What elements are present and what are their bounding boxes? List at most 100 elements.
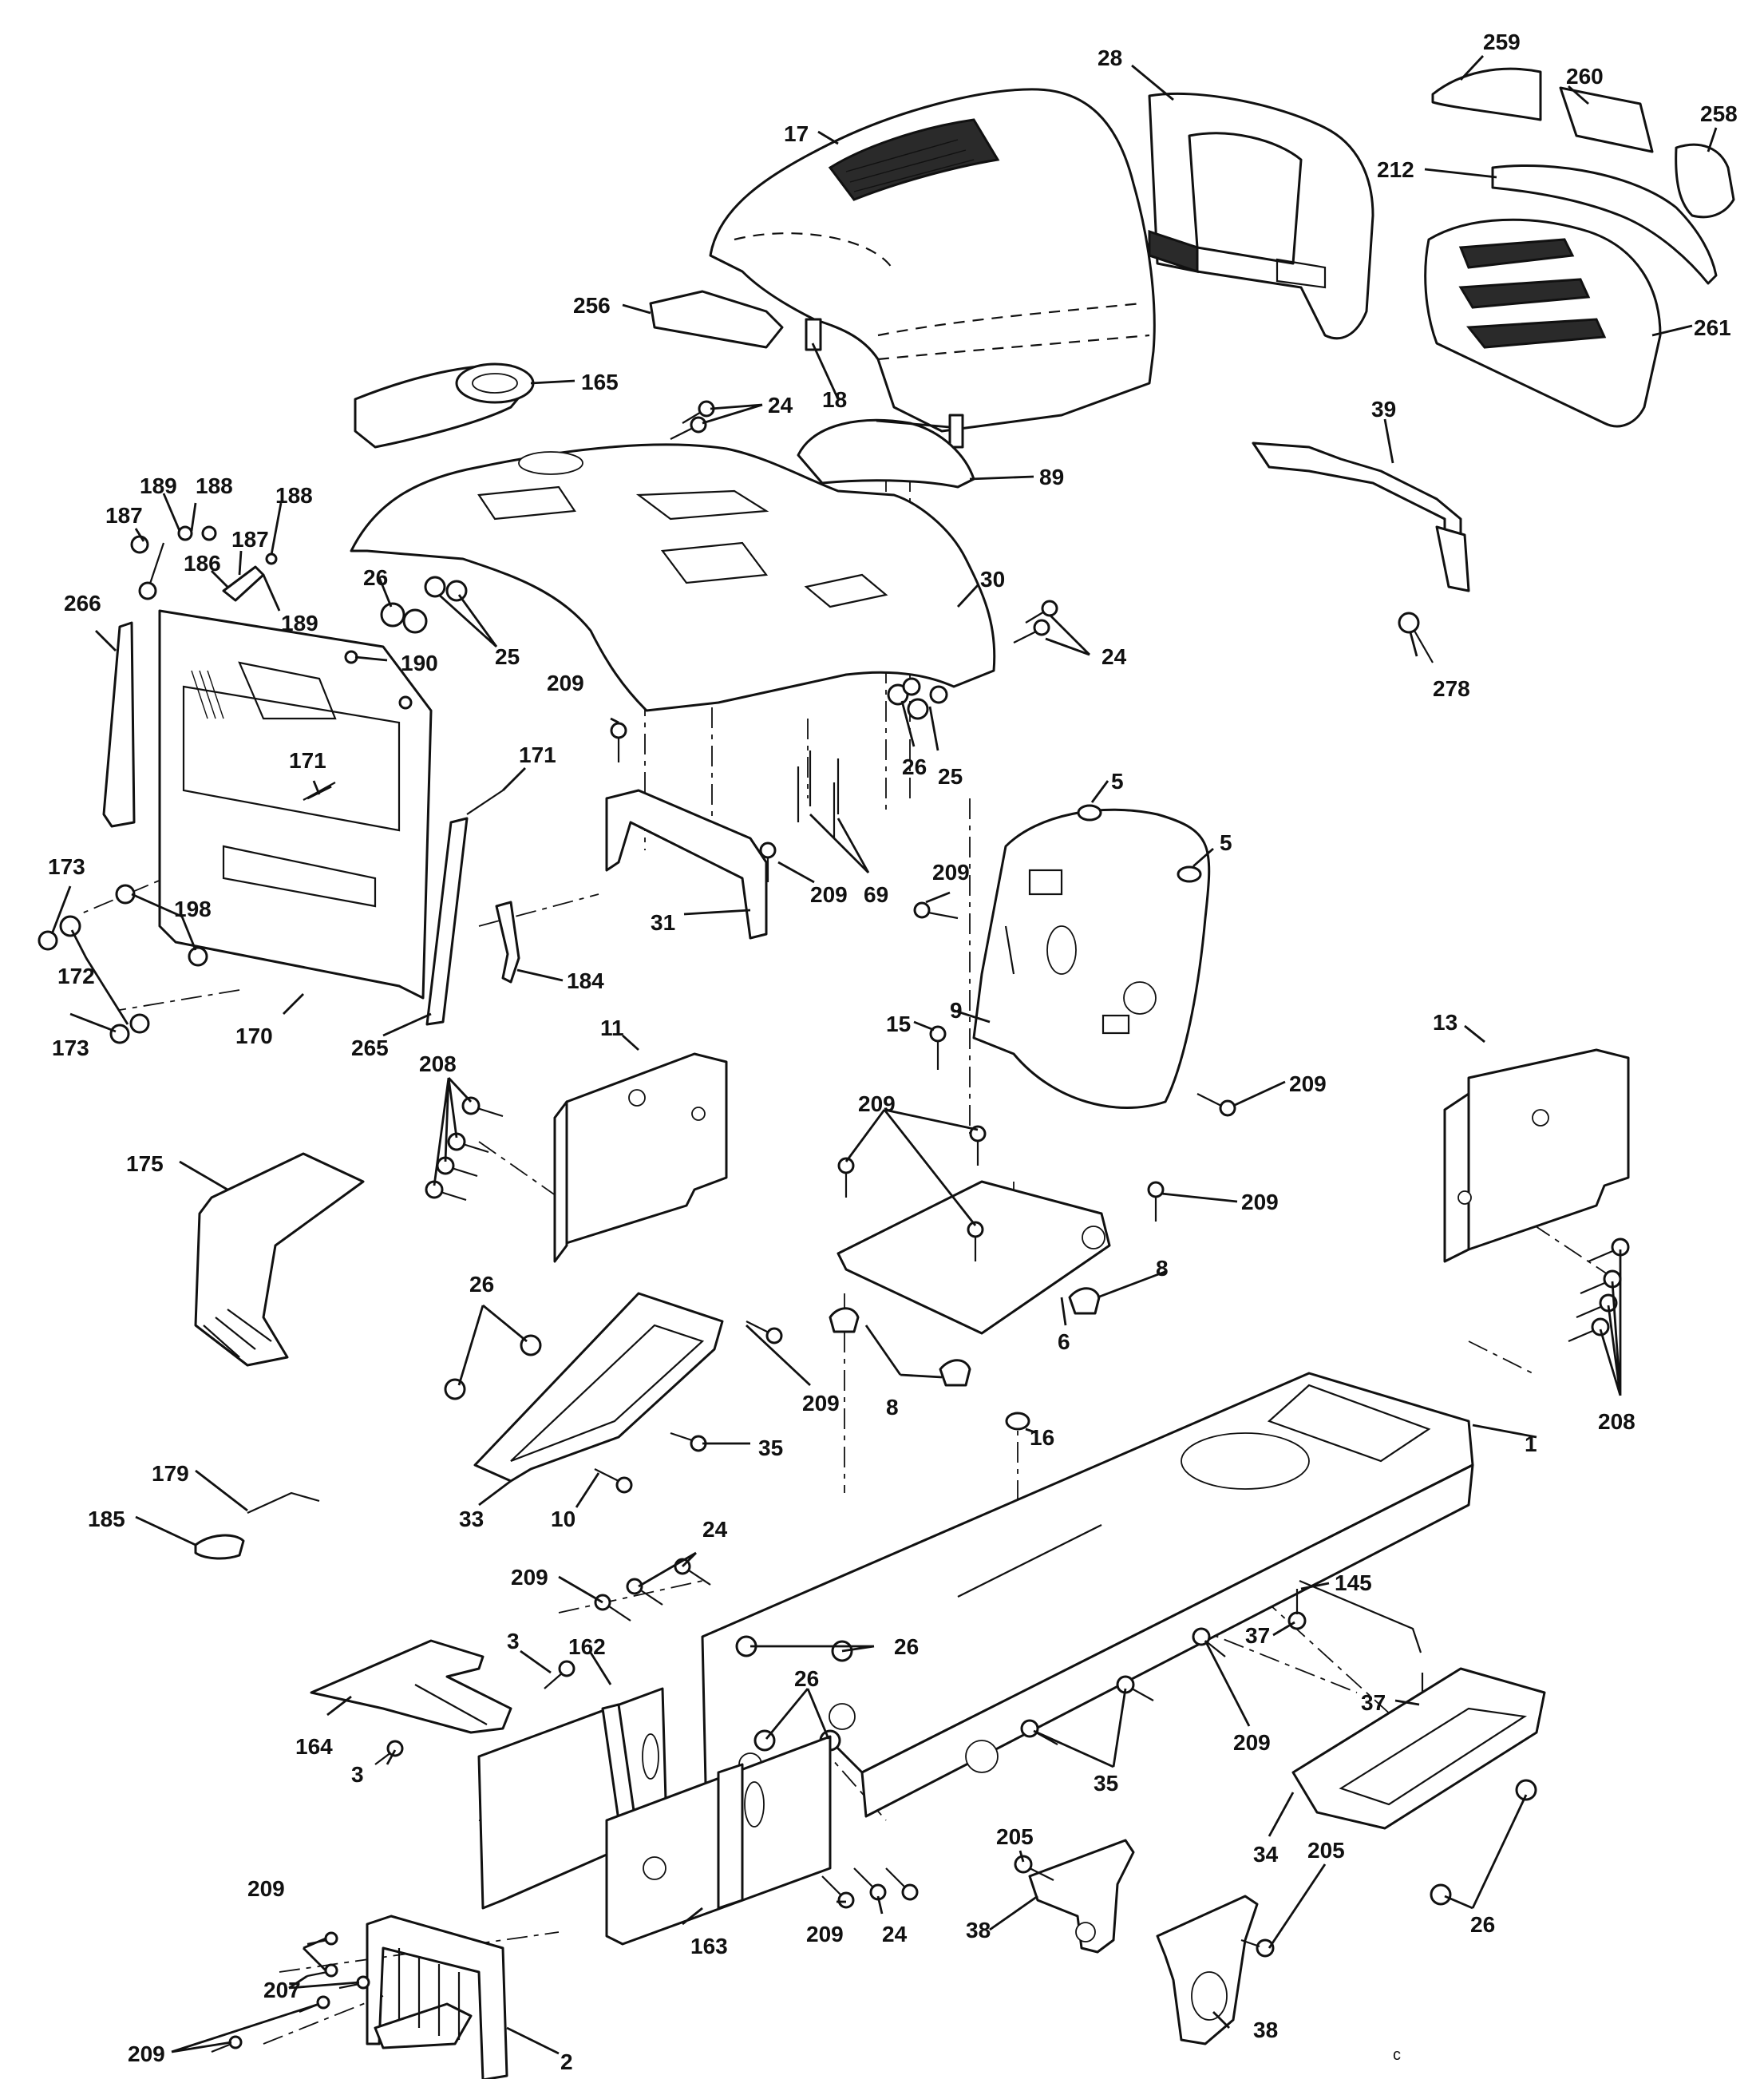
side-trim-259	[1431, 67, 1542, 121]
callout-2: 2	[560, 2049, 573, 2074]
callout-261: 261	[1694, 315, 1731, 340]
bracket-38-left	[1028, 1839, 1135, 1954]
bolts-208-left	[425, 1096, 504, 1202]
block-18-upper	[805, 318, 822, 351]
callout-173a: 173	[48, 854, 85, 879]
rod-145	[1299, 1579, 1422, 1653]
callout-171b: 171	[519, 742, 556, 767]
callout-26f: 26	[1470, 1912, 1495, 1937]
callout-8b: 8	[886, 1395, 899, 1420]
bracket-2	[366, 1915, 508, 2079]
end-cap-258	[1675, 143, 1735, 219]
callout-175: 175	[126, 1151, 164, 1176]
callout-69: 69	[864, 882, 888, 907]
callout-258: 258	[1700, 101, 1738, 126]
block-18-lower	[948, 414, 964, 449]
callout-209j: 209	[247, 1876, 285, 1901]
callout-185: 185	[88, 1507, 125, 1531]
callout-189a: 189	[140, 473, 177, 498]
callout-208a: 208	[419, 1051, 457, 1076]
side-panel-13	[1443, 1048, 1630, 1263]
bolt-209-frame-front	[594, 1594, 631, 1622]
callout-16: 16	[1030, 1425, 1054, 1450]
callout-38a: 38	[966, 1918, 991, 1942]
callout-30: 30	[980, 567, 1005, 592]
callout-39: 39	[1371, 397, 1396, 422]
footrest-34	[1291, 1667, 1546, 1830]
callout-198: 198	[174, 897, 212, 921]
callout-259: 259	[1483, 30, 1521, 54]
callout-31: 31	[651, 910, 675, 935]
callout-89: 89	[1039, 465, 1064, 489]
callout-164: 164	[295, 1734, 333, 1759]
callout-260: 260	[1566, 64, 1604, 89]
hood	[709, 88, 1156, 433]
callout-8a: 8	[1156, 1256, 1169, 1281]
callout-172: 172	[57, 964, 95, 988]
callout-173b: 173	[52, 1036, 89, 1060]
callout-265: 265	[351, 1036, 389, 1060]
grille-261	[1424, 218, 1662, 428]
bolt-35-33	[670, 1432, 707, 1452]
side-panel-11	[553, 1052, 728, 1263]
callout-33: 33	[459, 1507, 484, 1531]
bracket-39	[1252, 442, 1470, 592]
callout-165: 165	[581, 370, 619, 394]
bolts-24-upper	[670, 400, 1058, 644]
clip-8-mid	[939, 1359, 971, 1387]
screw-171-a-thread	[303, 782, 336, 801]
cup-holder-165	[354, 362, 535, 449]
callout-18: 18	[822, 387, 847, 412]
callout-38b: 38	[1253, 2018, 1278, 2042]
callout-26b: 26	[902, 754, 927, 779]
bolts-209-plate	[837, 1125, 1165, 1261]
callout-37b: 37	[1361, 1690, 1386, 1715]
strip-265	[425, 817, 469, 1026]
callout-25b: 25	[938, 764, 963, 789]
callout-188a: 188	[196, 473, 233, 498]
callout-188b: 188	[275, 483, 313, 508]
bolt-15	[929, 1025, 947, 1070]
callout-209l: 209	[128, 2041, 165, 2066]
strip-212	[1491, 164, 1718, 285]
callout-24a: 24	[768, 393, 793, 418]
grille-housing	[1148, 92, 1374, 340]
callout-179: 179	[152, 1461, 189, 1486]
bracket-164	[310, 1639, 512, 1734]
bolt-209-9-left	[913, 901, 959, 920]
callout-209e: 209	[858, 1091, 896, 1116]
callout-26c: 26	[469, 1272, 494, 1297]
bolts-163	[821, 1867, 919, 1909]
clip-8-left	[829, 1307, 860, 1333]
callout-25a: 25	[495, 644, 520, 669]
callout-208b: 208	[1598, 1409, 1635, 1434]
callout-189b: 189	[281, 611, 318, 636]
callout-187a: 187	[105, 503, 143, 528]
callout-10: 10	[551, 1507, 575, 1531]
callout-209a: 209	[547, 671, 584, 695]
fasteners-172-198	[38, 884, 208, 1044]
bracket-38-right	[1156, 1895, 1259, 2045]
bolts-208-right	[1568, 1238, 1630, 1343]
callout-170: 170	[235, 1024, 273, 1048]
callout-256: 256	[573, 293, 611, 318]
bolt-209-33	[746, 1321, 783, 1344]
nuts-26-lower-right	[1430, 1779, 1537, 1906]
dash-panel	[350, 443, 996, 712]
callout-3a: 3	[507, 1629, 520, 1653]
shield-175	[194, 1152, 365, 1367]
clip-184	[495, 901, 520, 984]
bolts-69	[797, 750, 840, 838]
callout-186: 186	[184, 551, 221, 576]
screw-190-b	[398, 695, 413, 710]
bolts-3	[374, 1660, 575, 1765]
callout-1: 1	[1525, 1432, 1537, 1456]
callout-209b: 209	[932, 860, 970, 885]
grommets-5	[1077, 804, 1202, 883]
callout-184: 184	[567, 968, 604, 993]
callout-209h: 209	[511, 1565, 548, 1590]
callout-24d: 24	[882, 1922, 908, 1946]
cover-256	[649, 290, 784, 349]
plate-6	[837, 1180, 1111, 1335]
